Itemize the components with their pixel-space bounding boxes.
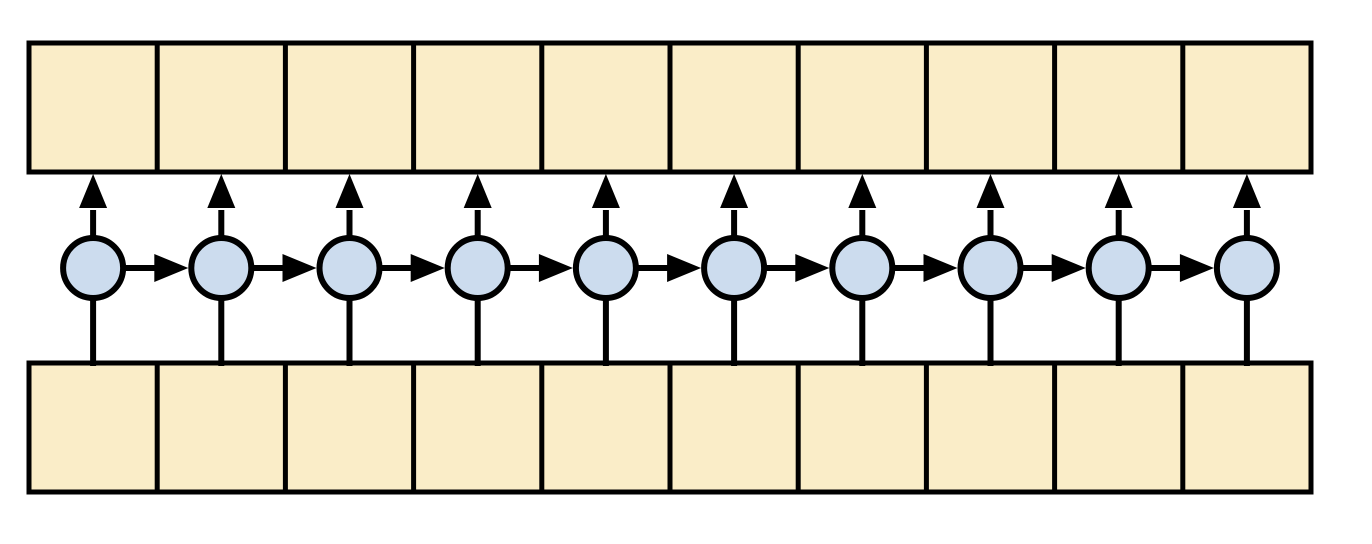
output-arrowhead [591,174,620,208]
hidden-state-node [1213,235,1280,301]
output-arrowhead [463,174,492,208]
output-arrowhead [335,174,364,208]
recurrent-arrowhead [154,254,189,282]
recurrent-arrowhead [923,254,958,282]
recurrent-arrowhead [667,254,702,282]
hidden-state-node [1085,235,1152,301]
hidden-state-node [444,235,511,301]
output-arrowhead [79,174,108,208]
recurrent-arrowhead [1051,254,1086,282]
hidden-state-node [572,235,639,301]
hidden-state-node [701,235,768,301]
output-arrowhead [848,174,877,208]
recurrent-arrowhead [1179,254,1214,282]
output-arrowhead [207,174,236,208]
hidden-state-node [60,235,127,301]
output-arrowhead [1104,174,1133,208]
recurrent-arrowhead [282,254,317,282]
hidden-state-node [316,235,383,301]
recurrent-arrowhead [410,254,445,282]
output-arrowhead [976,174,1005,208]
output-arrowhead [1232,174,1261,208]
recurrent-arrowhead [538,254,573,282]
hidden-state-node [188,235,255,301]
hidden-state-node [957,235,1024,301]
recurrent-arrowhead [795,254,830,282]
hidden-state-node [829,235,896,301]
output-arrowhead [720,174,749,208]
